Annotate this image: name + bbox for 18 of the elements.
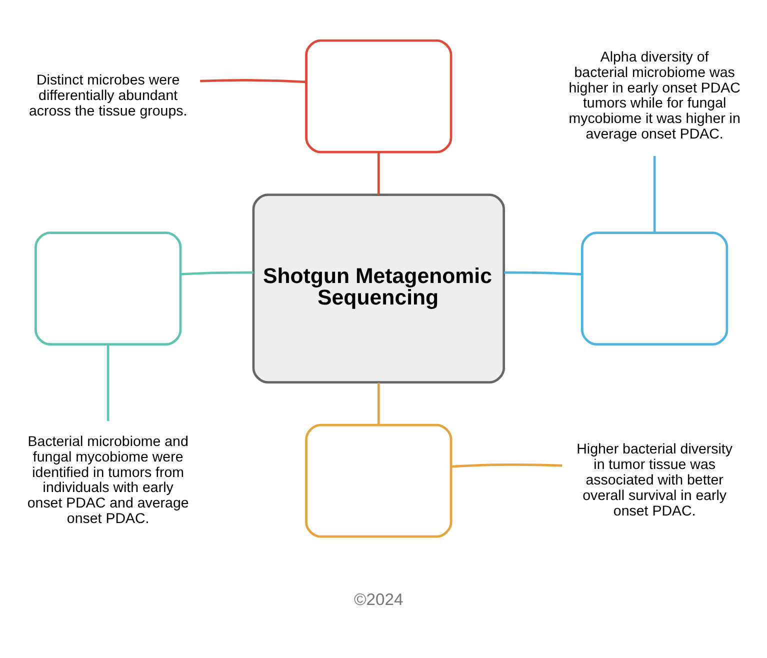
label: ©2024 [354, 590, 403, 609]
node-box [304, 38, 452, 153]
node-text: Bacterial microbiome and fungal mycobiome were identified in tumors from individuals with early onset PDAC and average onset PDAC. [26, 433, 188, 527]
connector [652, 155, 656, 232]
connector [450, 463, 562, 468]
connector [376, 382, 380, 424]
node-box [34, 231, 182, 346]
node-box: Shotgun Metagenomic Sequencing [252, 193, 505, 383]
node-text: Alpha diversity of bacterial microbiome was higher in early onset PDAC tumors while for fungal mycobiome it was higher in average onset PDAC. [568, 48, 740, 142]
connector [504, 270, 582, 275]
node-text: Distinct microbes were differentially abundant across the tissue groups. [28, 72, 187, 119]
connector [106, 344, 109, 421]
node-text: Higher bacterial diversity in tumor tissue was associated with better overall survival in early onset PDAC. [576, 441, 732, 519]
connector [200, 78, 306, 83]
connector [376, 152, 380, 194]
connector [180, 270, 253, 275]
node-box [304, 423, 452, 538]
node-box [580, 231, 728, 346]
